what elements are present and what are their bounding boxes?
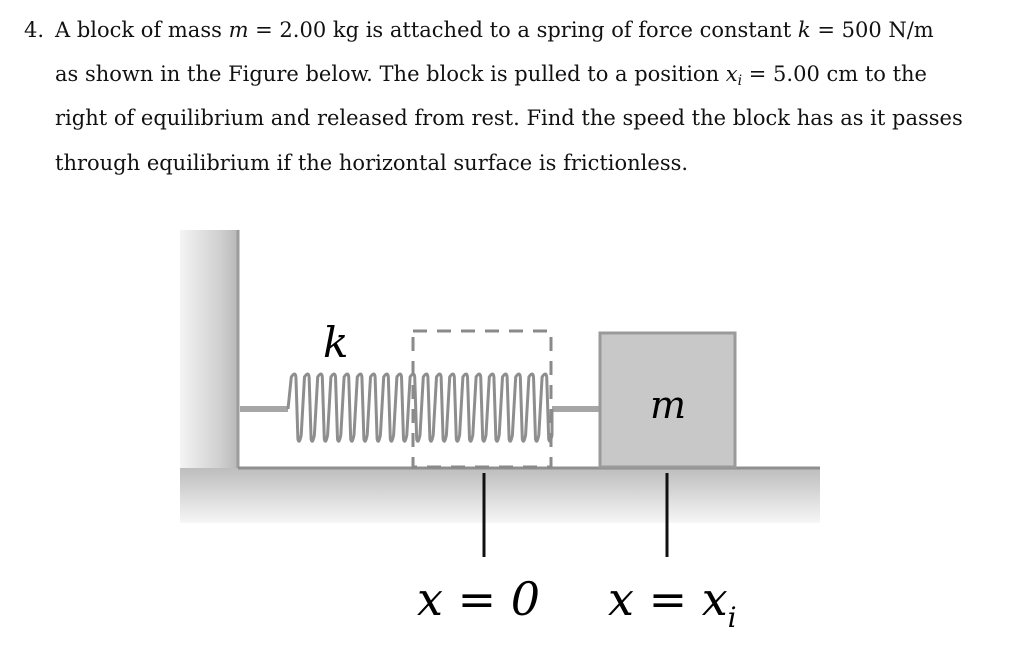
release-label: x = xi [608,572,737,634]
mass-symbol: m [228,18,249,42]
spring-label: k [323,318,348,367]
spring-constant-symbol: k [797,18,811,42]
block [598,331,737,469]
problem-line-4: through equilibrium if the horizontal su… [55,151,689,175]
floor [180,468,820,523]
equilibrium-label: x = 0 [417,572,540,626]
problem-line-2: as shown in the Figure below. The block … [55,62,927,89]
equilibrium-block-outline [411,329,553,469]
figure-svg: k m x = 0 x = xi [180,230,820,634]
problem-line-3: right of equilibrium and released from r… [55,106,963,130]
spring-coil [286,372,554,443]
block-label: m [650,383,686,427]
spring-block-figure: k m x = 0 x = xi [180,225,830,649]
position-symbol: x [725,62,738,86]
wall [180,230,238,470]
problem-number: 4. [24,18,45,42]
problem-line-1: 4.A block of mass m = 2.00 kg is attache… [24,18,934,42]
